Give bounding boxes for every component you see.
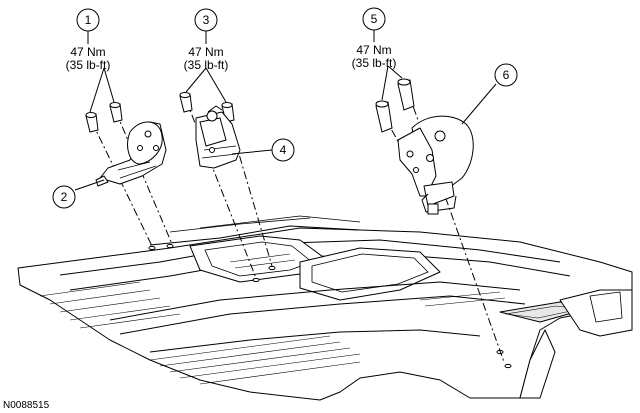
svg-text:1: 1 (85, 13, 92, 27)
callout-2: 2 (52, 185, 76, 209)
svg-text:47 Nm: 47 Nm (188, 45, 223, 59)
svg-text:(35 lb-ft): (35 lb-ft) (184, 58, 229, 72)
torque-spec-5: 47 Nm (35 lb-ft) (352, 43, 397, 70)
transmission-mount-right (397, 115, 474, 215)
svg-text:(35 lb-ft): (35 lb-ft) (66, 58, 111, 72)
callout-3: 3 (194, 8, 218, 32)
leader-lines (74, 30, 497, 191)
callout-5: 5 (362, 7, 386, 31)
svg-text:47 Nm: 47 Nm (356, 43, 391, 57)
svg-text:5: 5 (371, 12, 378, 26)
svg-text:47 Nm: 47 Nm (70, 45, 105, 59)
svg-text:(35 lb-ft): (35 lb-ft) (352, 56, 397, 70)
bolt-5a (375, 100, 393, 133)
svg-text:3: 3 (203, 13, 210, 27)
callout-1: 1 (76, 8, 100, 32)
torque-spec-1: 47 Nm (35 lb-ft) (66, 45, 111, 72)
bolt-3a (179, 92, 193, 113)
floor-pan-assembly (17, 215, 633, 401)
engine-mount-middle (195, 105, 241, 169)
figure-id: N0088515 (3, 400, 50, 411)
engine-mount-left (95, 121, 167, 187)
svg-text:2: 2 (61, 190, 68, 204)
mount-bolts (85, 78, 415, 133)
torque-spec-3: 47 Nm (35 lb-ft) (184, 45, 229, 72)
svg-text:6: 6 (503, 68, 510, 82)
bolt-1b (109, 102, 123, 123)
bolt-1a (85, 112, 99, 133)
callout-6: 6 (494, 63, 518, 87)
svg-text:4: 4 (280, 143, 287, 157)
bolt-5b (397, 78, 415, 111)
callout-4: 4 (271, 138, 295, 162)
